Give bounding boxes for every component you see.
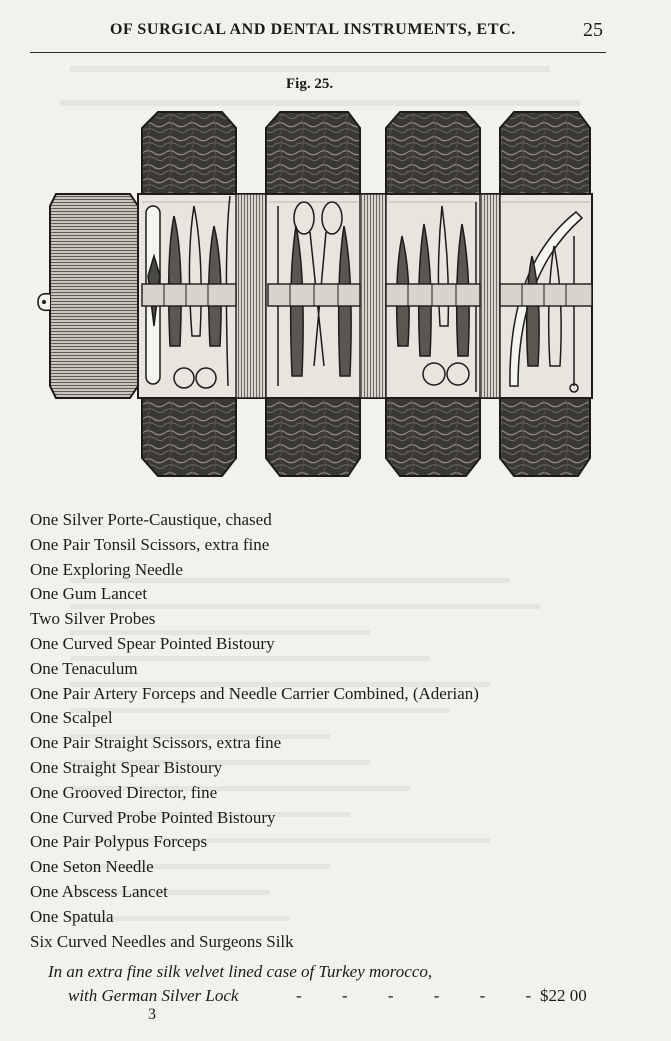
list-item: One Straight Spear Bistoury: [30, 757, 223, 777]
price-leaders: - - - - - -: [296, 986, 550, 1005]
page-number: 25: [583, 19, 603, 41]
list-item: One Abscess Lancet: [30, 881, 168, 901]
list-item: One Scalpel: [30, 708, 113, 728]
list-item: One Seton Needle: [30, 857, 154, 877]
price: $22 00: [540, 986, 587, 1005]
list-item: One Pair Tonsil Scissors, extra fine: [30, 534, 270, 554]
list-item: One Spatula: [30, 906, 114, 926]
instrument-case-illustration: [37, 111, 593, 477]
header-rule: [30, 52, 606, 53]
list-item: One Exploring Needle: [30, 559, 183, 579]
case-description: In an extra fine silk velvet lined case …: [48, 962, 433, 981]
header-title: OF SURGICAL AND DENTAL INSTRUMENTS, ETC.: [110, 21, 516, 38]
list-item: One Pair Polypus Forceps: [30, 832, 208, 852]
list-item: One Curved Spear Pointed Bistoury: [30, 633, 275, 653]
running-header: OF SURGICAL AND DENTAL INSTRUMENTS, ETC.…: [30, 18, 605, 48]
list-item: Six Curved Needles and Surgeons Silk: [30, 931, 294, 951]
list-item: One Tenaculum: [30, 658, 138, 678]
instrument-list: One Silver Porte-Caustique, chased One P…: [30, 508, 479, 954]
list-item: One Grooved Director, fine: [30, 782, 218, 802]
list-item: One Silver Porte-Caustique, chased: [30, 510, 272, 529]
figure-label: Fig. 25.: [286, 76, 334, 92]
list-item: Two Silver Probes: [30, 609, 156, 629]
lock-description: with German Silver Lock: [68, 986, 239, 1005]
list-item: One Curved Probe Pointed Bistoury: [30, 807, 276, 827]
list-item: One Gum Lancet: [30, 584, 148, 604]
list-item: One Pair Artery Forceps and Needle Carri…: [30, 683, 479, 703]
signature-mark: 3: [148, 1006, 156, 1023]
list-item: One Pair Straight Scissors, extra fine: [30, 733, 282, 753]
